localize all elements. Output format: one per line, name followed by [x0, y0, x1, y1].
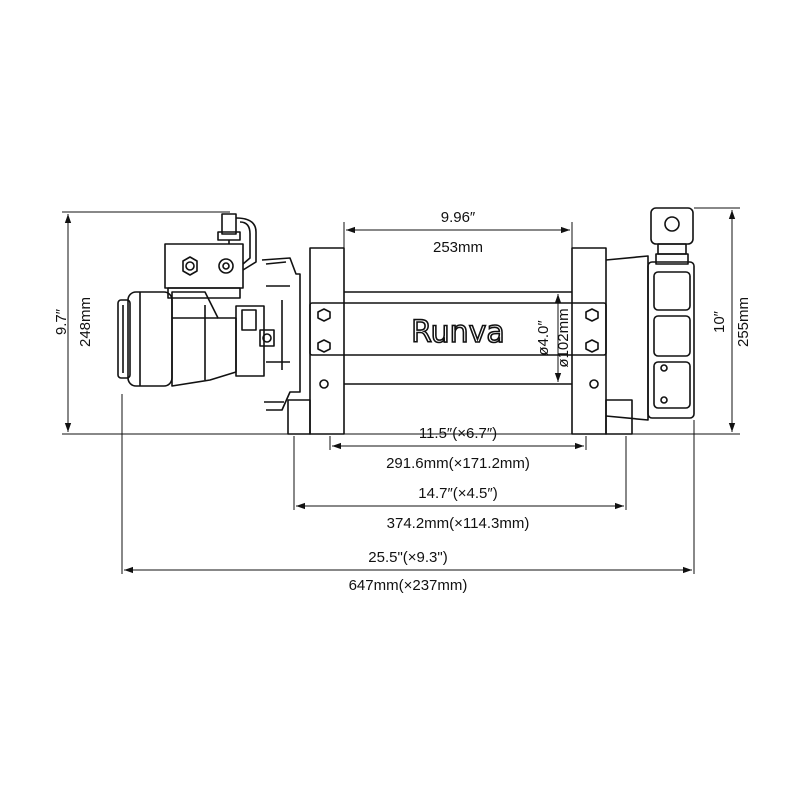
tie-bar [309, 302, 607, 356]
winch-outline [117, 207, 695, 435]
drum-length-in-label: 9.96″ [441, 209, 476, 226]
drum [344, 291, 572, 385]
mount-outer-mm-label: 374.2mm(×114.3mm) [387, 515, 530, 532]
drum-length-mm-label: 253mm [433, 239, 483, 256]
drum-dia-in-label: ø4.0″ [535, 320, 552, 356]
valve-block [164, 243, 244, 299]
dimension-lines [62, 207, 740, 574]
hydraulic-motor [117, 291, 237, 387]
coupling-flange [235, 257, 301, 411]
height-left-mm-label: 248mm [77, 297, 94, 347]
height-right-mm-label: 255mm [735, 297, 752, 347]
drum-dia-mm-label: ø102mm [555, 308, 572, 367]
clutch-knob [650, 207, 694, 245]
gearbox-housing [605, 243, 695, 421]
overall-mm-label: 647mm(×237mm) [349, 577, 468, 594]
height-right-in-label: 10″ [711, 310, 728, 333]
right-end-plate [571, 247, 633, 435]
mount-inner-in-label: 11.5″(×6.7″) [419, 425, 497, 442]
hose-fitting [217, 213, 257, 271]
left-end-plate [287, 247, 345, 435]
mount-outer-in-label: 14.7″(×4.5″) [418, 485, 497, 502]
mount-inner-mm-label: 291.6mm(×171.2mm) [386, 455, 530, 472]
height-left-in-label: 9.7″ [53, 308, 70, 335]
brand-logo: Runva [411, 315, 505, 350]
overall-in-label: 25.5"(×9.3") [368, 549, 447, 566]
